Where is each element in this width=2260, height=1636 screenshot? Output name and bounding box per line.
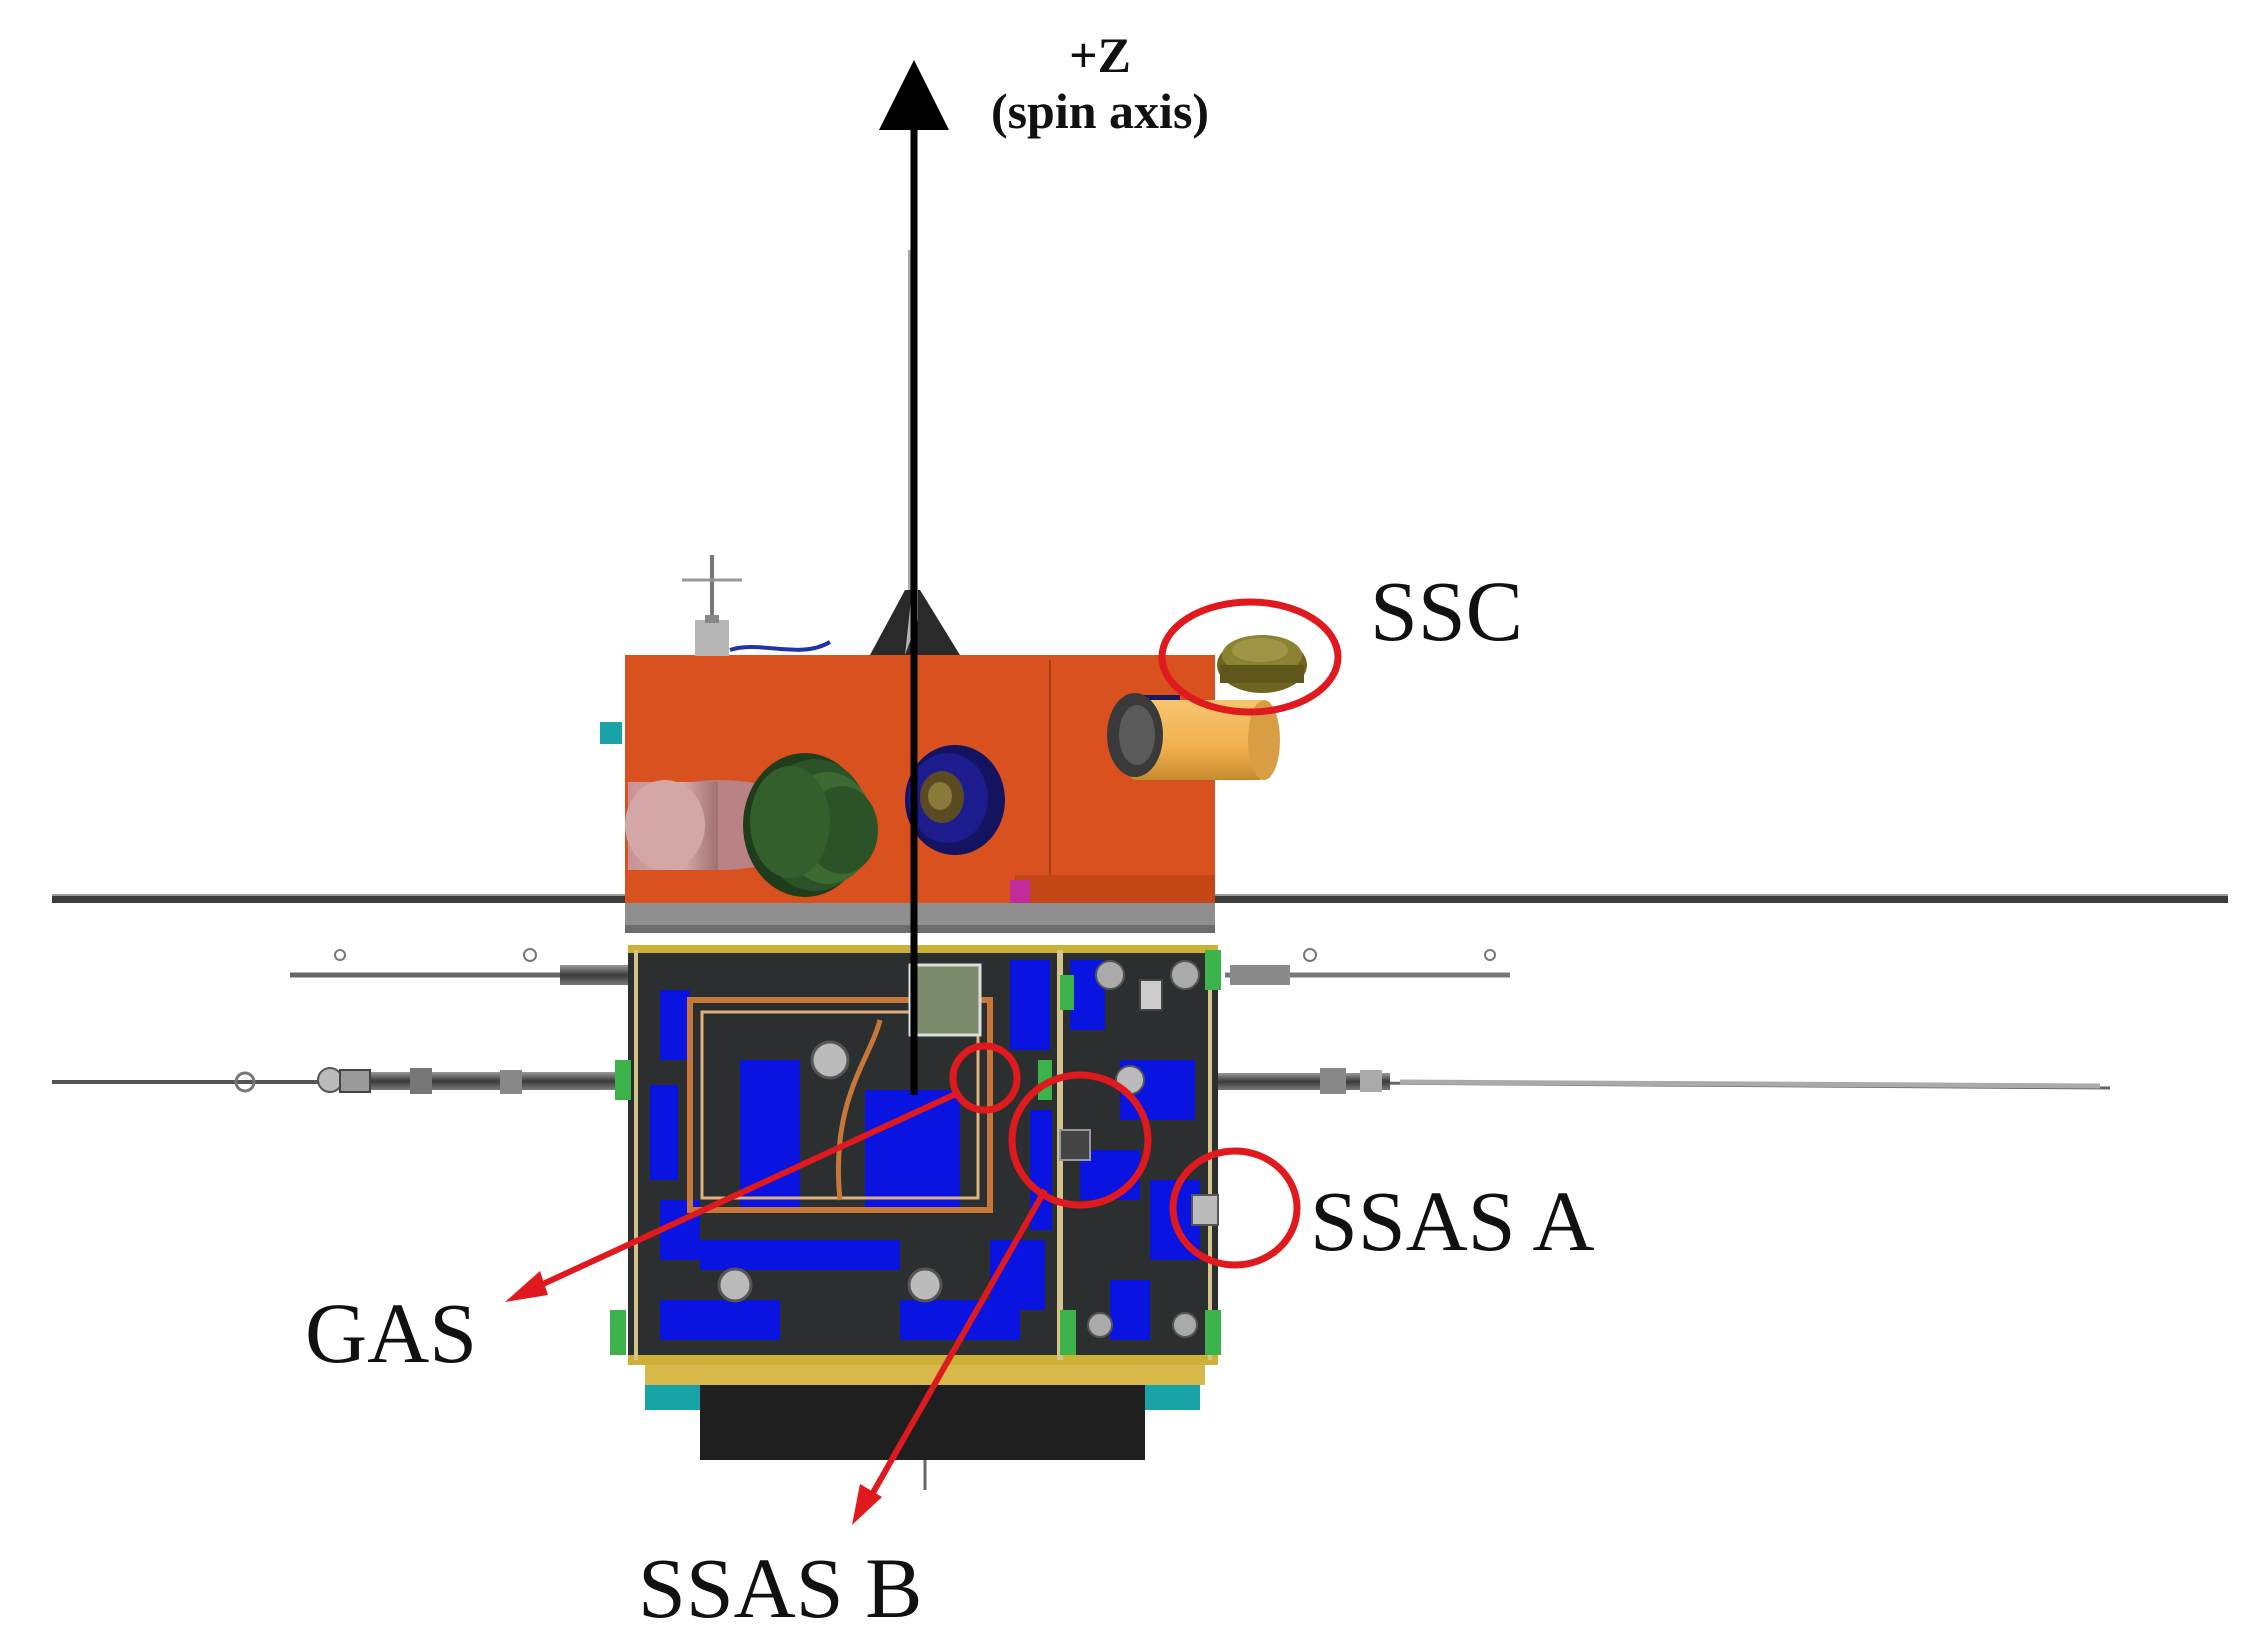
axis-name: +Z	[1069, 27, 1131, 83]
gas-label: GAS	[305, 1285, 478, 1381]
ssc-callout-ring	[1158, 598, 1342, 716]
gas-callout-ring	[949, 1042, 1021, 1114]
top-mast-antenna	[682, 555, 832, 656]
ssas-b-label: SSAS B	[638, 1540, 923, 1636]
ssas-b-callout-ring	[1008, 1071, 1152, 1209]
wire-boom-right	[1225, 948, 1510, 985]
harness-loop	[687, 997, 993, 1213]
ssas-b-leader-arrow	[852, 1188, 1048, 1525]
bus-fittings	[717, 960, 1219, 1338]
green-stack-cylinder	[743, 753, 878, 897]
axis-label: +Z (spin axis)	[960, 30, 1240, 136]
ssas-a-callout-ring	[1169, 1147, 1301, 1269]
axis-note: (spin axis)	[990, 83, 1210, 139]
blue-ring-cylinder	[905, 745, 1005, 855]
ssas-a-label: SSAS A	[1310, 1173, 1595, 1269]
lower-boom-right	[1209, 1068, 2111, 1094]
green-braces	[610, 950, 1221, 1355]
ssc-label: SSC	[1370, 563, 1524, 659]
left-face-panels	[650, 960, 1052, 1340]
ssc-sensor-body	[1217, 635, 1307, 693]
sun-sensor-cylinder	[1107, 693, 1280, 780]
lower-boom-left	[52, 1067, 640, 1094]
gas-leader-arrow	[505, 1089, 962, 1302]
launch-adapter	[645, 1365, 1205, 1490]
